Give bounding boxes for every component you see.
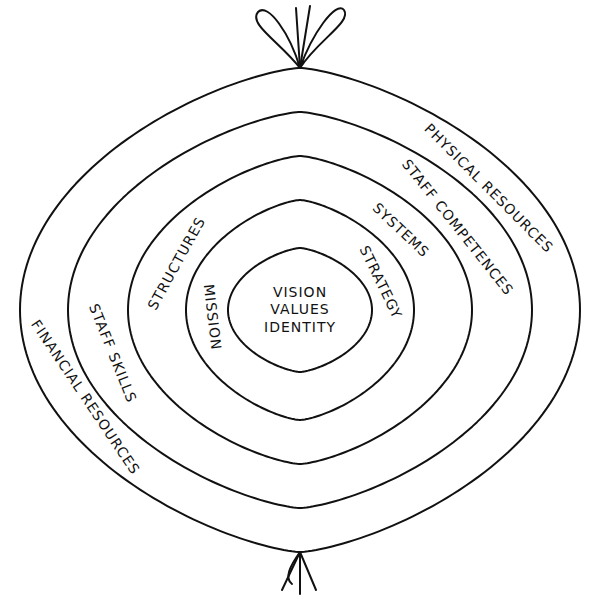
layer-label: STRUCTURES: [144, 214, 209, 313]
core-layer: VISION VALUES IDENTITY: [228, 248, 372, 372]
layer-label: PHYSICAL RESOURCES: [421, 121, 557, 257]
layer-label: STAFF COMPETENCES: [399, 156, 517, 299]
onion-line: [68, 112, 532, 508]
strategy-layer: STRATEGYMISSIONVISION VALUES IDENTITY: [186, 200, 414, 420]
layer-label: SYSTEMS: [369, 199, 433, 261]
onion-line: [20, 68, 580, 552]
outer-layer: PHYSICAL RESOURCESFINANCIAL RESOURCESSTA…: [20, 68, 580, 552]
layer-label: MISSION: [200, 283, 225, 351]
layer-label: STAFF SKILLS: [85, 302, 140, 406]
onion-line: [128, 156, 472, 464]
onion-line: [186, 200, 414, 420]
systems-layer: SYSTEMSSTRUCTURESSTRATEGYMISSIONVISION V…: [128, 156, 472, 464]
layer-label: VISION VALUES IDENTITY: [264, 284, 336, 337]
onion-line: [228, 248, 372, 372]
